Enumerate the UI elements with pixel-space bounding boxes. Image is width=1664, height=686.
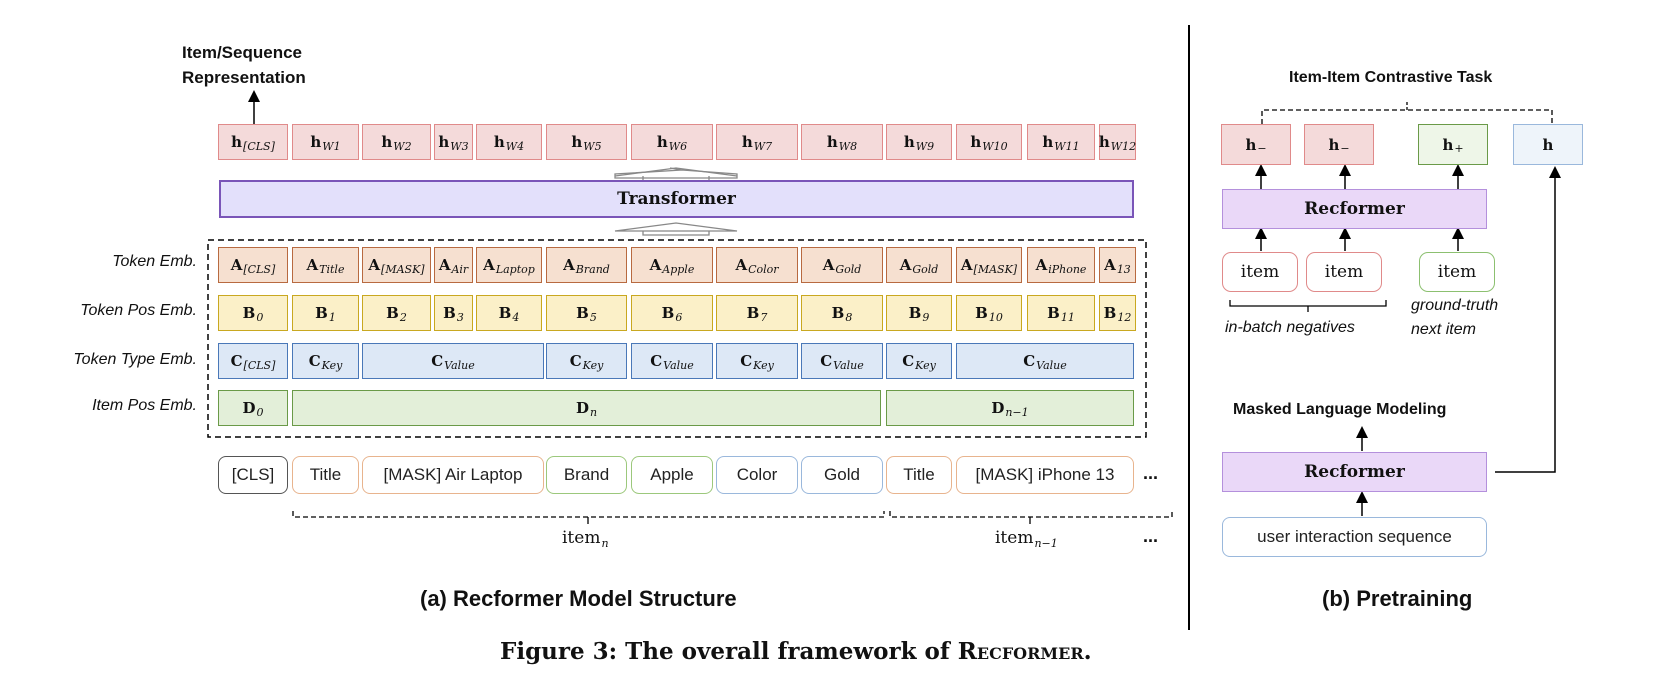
h-sequence: h bbox=[1513, 124, 1583, 165]
item-negative-2: item bbox=[1306, 252, 1382, 292]
input-token-5: Color bbox=[716, 456, 798, 494]
input-token-4: Apple bbox=[631, 456, 713, 494]
input-token-7: Title bbox=[886, 456, 952, 494]
mlm-label: Masked Language Modeling bbox=[1233, 401, 1447, 418]
token-ellipsis: ... bbox=[1143, 463, 1159, 483]
recformer-block-bottom: Recformer bbox=[1222, 452, 1487, 492]
input-token-3: Brand bbox=[546, 456, 627, 494]
item-n-label: itemn bbox=[562, 528, 609, 550]
input-token-8: [MASK] iPhone 13 bbox=[956, 456, 1134, 494]
item-negative-1: item bbox=[1222, 252, 1298, 292]
row-label-item-pos-emb: Item Pos Emb. bbox=[92, 397, 197, 414]
contrastive-task-label: Item-Item Contrastive Task bbox=[1289, 69, 1493, 86]
output-label: Item/Sequence Representation bbox=[182, 43, 306, 87]
ground-truth-label: ground-truth next item bbox=[1411, 297, 1499, 338]
input-token-6: Gold bbox=[801, 456, 883, 494]
token-emb-2: A[MASK] bbox=[362, 247, 431, 283]
token-type-emb-0: C[CLS] bbox=[218, 343, 288, 379]
input-token-0: [CLS] bbox=[218, 456, 288, 494]
figure-caption: Figure 3: The overall framework of Recfo… bbox=[500, 638, 1092, 665]
h-negative-1: h− bbox=[1221, 124, 1291, 165]
h-negative-2: h− bbox=[1304, 124, 1374, 165]
item-n-minus-1-label: itemn−1 bbox=[995, 528, 1058, 550]
transformer-block: Transformer bbox=[219, 180, 1134, 218]
panel-b-caption: (b) Pretraining bbox=[1322, 586, 1473, 611]
token-emb-0: A[CLS] bbox=[218, 247, 288, 283]
h-positive: h+ bbox=[1418, 124, 1488, 165]
item-ground-truth: item bbox=[1419, 252, 1495, 292]
panel-a-caption: (a) Recformer Model Structure bbox=[420, 586, 737, 611]
in-batch-negatives-label: in-batch negatives bbox=[1225, 319, 1355, 336]
input-token-2: [MASK] Air Laptop bbox=[362, 456, 544, 494]
user-interaction-sequence: user interaction sequence bbox=[1222, 517, 1487, 557]
hidden-state-0: h[CLS] bbox=[218, 124, 288, 160]
row-label-token-emb: Token Emb. bbox=[112, 253, 197, 270]
row-label-token-type-emb: Token Type Emb. bbox=[73, 351, 197, 368]
row-label-token-pos-emb: Token Pos Emb. bbox=[80, 302, 197, 319]
input-token-1: Title bbox=[292, 456, 359, 494]
recformer-block-top: Recformer bbox=[1222, 189, 1487, 229]
token-emb-10: A[MASK] bbox=[956, 247, 1022, 283]
item-ellipsis: ... bbox=[1143, 526, 1159, 546]
